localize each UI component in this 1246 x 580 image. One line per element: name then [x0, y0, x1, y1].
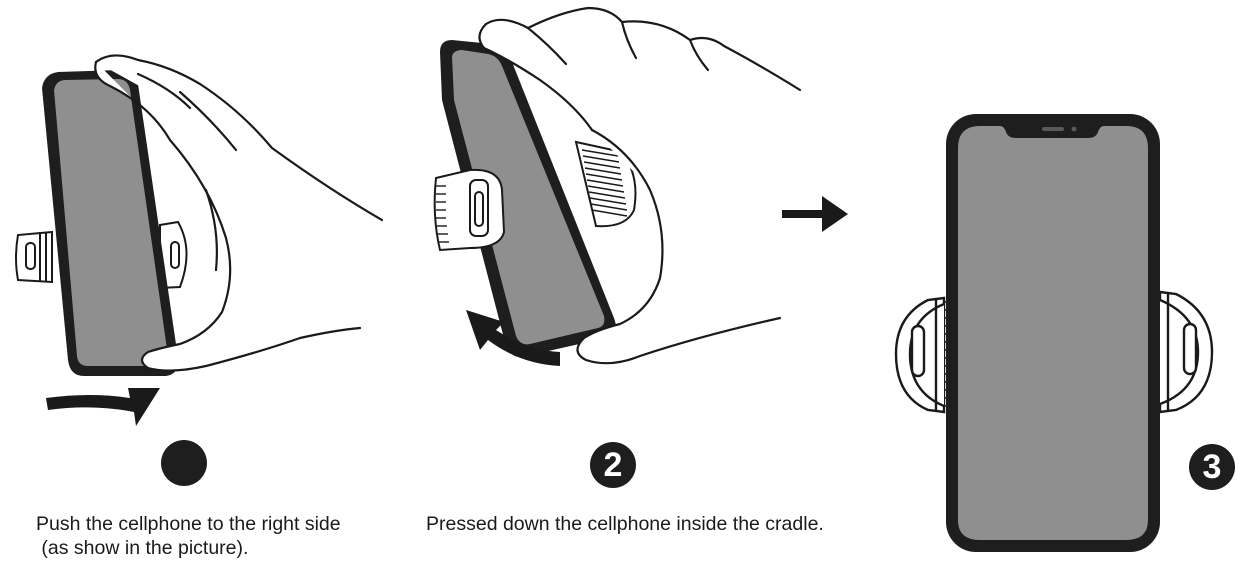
phone-icon [946, 114, 1160, 552]
step1-illustration [15, 54, 384, 426]
step1-badge [161, 440, 207, 486]
step1-caption: Push the cellphone to the right side (as… [36, 512, 341, 560]
step1-caption-line1: Push the cellphone to the right side [36, 513, 341, 535]
right-arrow-icon [782, 196, 848, 232]
cradle-clamp-icon [433, 168, 506, 252]
step1-caption-line2: (as show in the picture). [36, 537, 249, 559]
step3-badge: 3 [1189, 444, 1235, 490]
hand-icon [94, 54, 384, 372]
step3-illustration [894, 114, 1214, 552]
cradle-clamp-icon [894, 296, 952, 414]
cradle-clamp-icon [159, 220, 188, 290]
cradle-clamp-icon [15, 230, 53, 284]
phone-icon [42, 70, 179, 376]
curved-arrow-icon [466, 310, 560, 366]
hand-icon [478, 6, 802, 365]
phone-icon [440, 40, 616, 357]
step2-caption: Pressed down the cellphone inside the cr… [426, 512, 824, 536]
step2-caption-line1: Pressed down the cellphone inside the cr… [426, 513, 824, 535]
curved-arrow-icon [46, 388, 160, 426]
step2-number: 2 [603, 445, 623, 484]
cradle-clamp-icon [1152, 290, 1214, 414]
cradle-clamp-icon [574, 140, 637, 228]
step2-illustration [433, 6, 802, 366]
step3-number: 3 [1202, 447, 1222, 486]
step2-badge: 2 [590, 442, 636, 488]
